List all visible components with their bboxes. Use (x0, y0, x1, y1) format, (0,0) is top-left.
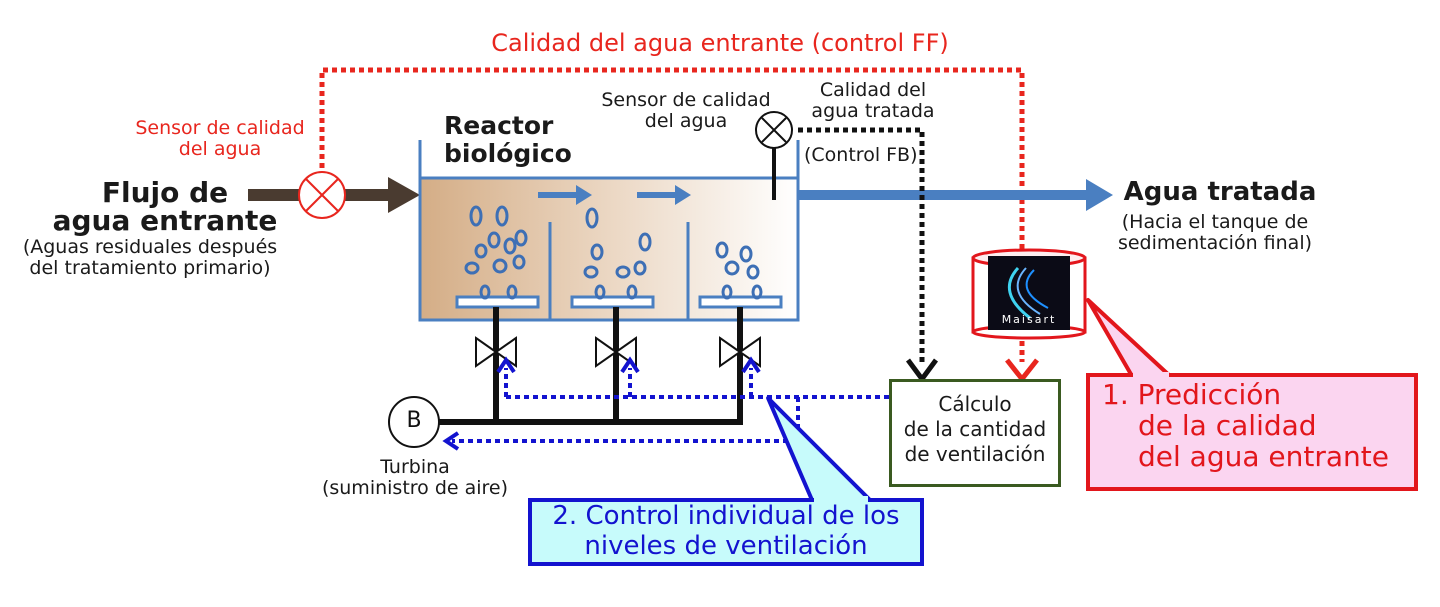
outflow-arrow (798, 179, 1113, 211)
prediction-callout (1086, 373, 1418, 491)
callout-pointers (766, 298, 1172, 502)
prediction-callout-text: 1. Predicción de la calidad del agua ent… (1102, 378, 1389, 473)
inflow-subtitle: (Aguas residuales después del tratamient… (22, 236, 278, 280)
inflow-title: Flujo de agua entrante (52, 176, 278, 238)
ventilation-calc-box (889, 379, 1061, 487)
air-bubbles (464, 205, 763, 300)
ventilation-arrowheads (442, 356, 761, 451)
air-pipes (437, 307, 743, 425)
ventilation-control-callout (528, 498, 924, 566)
ff-control-line (319, 67, 1025, 252)
ff-control-label: Calidad del agua entrante (control FF) (491, 29, 949, 57)
outflow-title: Agua tratada (1123, 177, 1317, 207)
calc-box-text: Cálculo de la cantidad de ventilación (903, 392, 1047, 466)
fb-control-line (798, 127, 939, 384)
ventilation-control-lines (452, 368, 889, 443)
fb-control-label: (Control FB) (804, 144, 918, 166)
ventilation-callout-text: 2. Control individual de los niveles de … (552, 501, 900, 561)
treated-quality-label: Calidad del agua tratada (811, 79, 935, 123)
inflow-sensor-icon (298, 171, 346, 219)
outlet-sensor-label: Sensor de calidad del agua (601, 89, 771, 133)
outlet-sensor-icon (755, 111, 793, 200)
blower-label: Turbina (suministro de aire) (321, 456, 509, 500)
blower-symbol: B (406, 408, 422, 433)
outflow-subtitle: (Hacia el tanque de sedimentación final) (1117, 211, 1313, 255)
maisart-device (971, 248, 1087, 340)
inflow-sensor-label: Sensor de calidad del agua (135, 117, 305, 161)
reactor-label: Reactor biológico (444, 111, 572, 168)
maisart-logo: Maisart (1001, 313, 1057, 326)
blower-icon (388, 396, 440, 448)
